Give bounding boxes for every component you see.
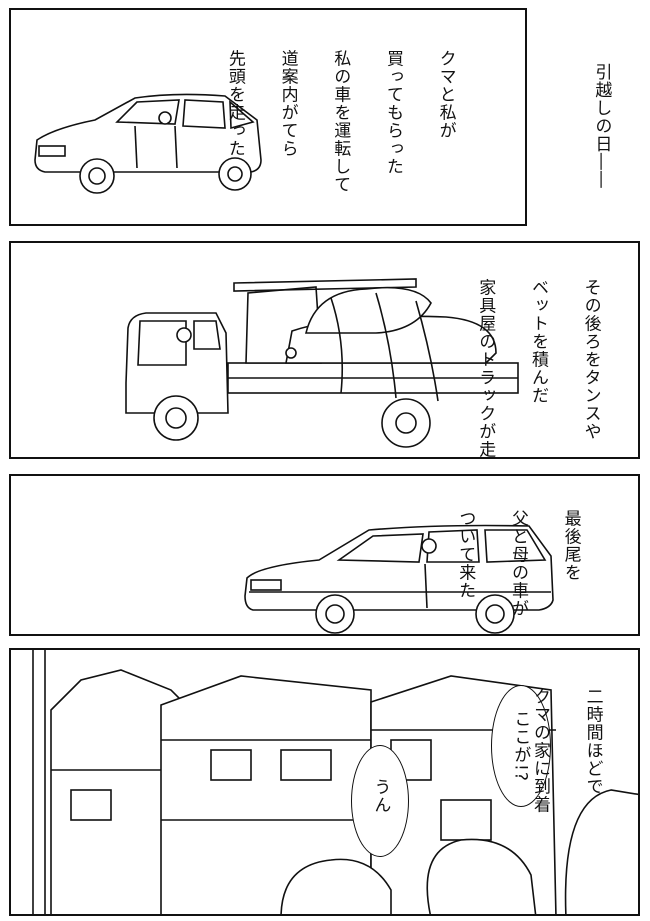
speech-bubble-un [351,745,409,857]
furniture-truck-illustration [125,278,519,448]
caption-truck: その後ろをタンスや ベットを積んだ 家具屋のトラックが走り [475,278,601,459]
speech-bubble-koko-ga [491,685,551,807]
caption-arrival: 二時間ほどで クマの家に到着 [529,687,603,814]
caption-moving-day: 引越しの日―― [591,62,612,189]
caption-parents-car: 最後尾を 父と母の車が ついて来た [455,509,581,618]
speech-un: うん [370,778,391,814]
panel-2: その後ろをタンスや ベットを積んだ 家具屋のトラックが走り [9,241,640,459]
panel-3: 最後尾を 父と母の車が ついて来た [9,474,640,636]
panel-4: ここが!? うん 二時間ほどで クマの家に到着 [9,648,640,916]
house-scene-illustration [32,650,638,914]
small-car-illustration [34,93,262,194]
station-wagon-illustration [244,524,554,634]
panel-1: クマと私が 買ってもらった 私の車を運転して 道案内がてら 先頭を走った [9,8,527,226]
caption-story: クマと私が 買ってもらった 私の車を運転して 道案内がてら 先頭を走った [224,49,456,194]
speech-koko-ga: ここが!? [510,710,531,782]
